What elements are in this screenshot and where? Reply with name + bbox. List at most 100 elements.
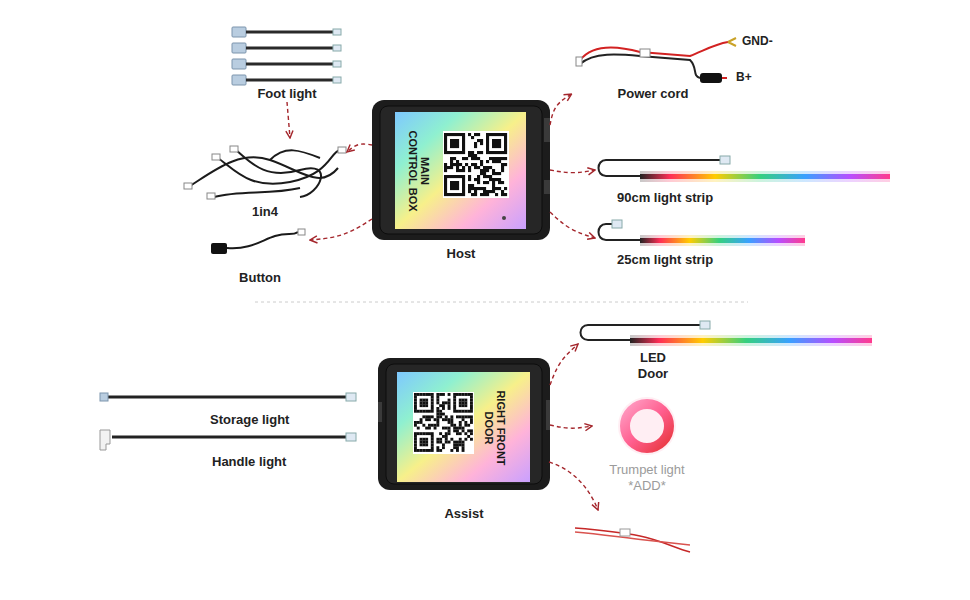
qr-module [431, 396, 434, 399]
component-label: 25cm light strip [617, 252, 807, 268]
qr-module [483, 181, 486, 184]
qr-module [492, 169, 495, 172]
assist-control-box [378, 358, 550, 490]
qr-code [444, 133, 507, 196]
qr-module [504, 133, 507, 136]
qr-module [486, 148, 489, 151]
qr-module [425, 404, 428, 407]
qr-module [420, 404, 423, 407]
dashed-arrow [549, 462, 598, 510]
qr-code [414, 393, 473, 452]
harness: 1in4 [183, 138, 347, 220]
qr-module [462, 133, 465, 136]
qr-module [501, 193, 504, 196]
qr-module [470, 432, 473, 435]
qr-module [459, 432, 462, 435]
qr-module [414, 441, 417, 444]
harness-1in4 [214, 188, 300, 197]
qr-module [498, 172, 501, 175]
qr-module [462, 443, 465, 446]
qr-module [471, 157, 474, 160]
qr-module [453, 407, 456, 410]
qr-module [453, 181, 456, 184]
harness-1in4 [270, 150, 320, 160]
qr-module [486, 160, 489, 163]
qr-module [453, 139, 456, 142]
qr-module [453, 163, 456, 166]
trumpet-light: Trumpet light *ADD* [592, 396, 702, 494]
qr-module [442, 413, 445, 416]
qr-module [420, 449, 423, 452]
qr-module [420, 393, 423, 396]
light-strip: 90cm light strip [595, 158, 892, 206]
qr-module [492, 184, 495, 187]
qr-module [453, 393, 456, 396]
qr-module [492, 160, 495, 163]
light-strip-area [595, 158, 892, 184]
qr-module [431, 443, 434, 446]
qr-module [456, 160, 459, 163]
light-strip-90cm [720, 156, 730, 164]
power-cord [576, 57, 582, 66]
qr-module [425, 399, 428, 402]
qr-module [489, 133, 492, 136]
qr-module [459, 438, 462, 441]
terminal-label: B+ [736, 70, 752, 84]
light-strip-90cm [599, 156, 891, 182]
dashed-arrow [347, 144, 372, 152]
qr-module [492, 151, 495, 154]
qr-module [468, 154, 471, 157]
qr-module [450, 421, 453, 424]
trumpet-ring [625, 404, 669, 448]
qr-module [462, 136, 465, 139]
component-label: Button [210, 270, 310, 286]
qr-module [428, 410, 431, 413]
qr-module [495, 193, 498, 196]
qr-module [420, 399, 423, 402]
qr-module [462, 441, 465, 444]
qr-module [453, 175, 456, 178]
qr-module [444, 190, 447, 193]
qr-module [495, 142, 498, 145]
qr-module [414, 443, 417, 446]
qr-module [453, 399, 456, 402]
qr-module [431, 399, 434, 402]
dashed-arrow [310, 219, 372, 240]
qr-module [453, 151, 456, 154]
qr-module [462, 139, 465, 142]
qr-module [422, 441, 425, 444]
button-area [210, 228, 310, 264]
qr-module [486, 181, 489, 184]
qr-module [459, 393, 462, 396]
qr-module [417, 449, 420, 452]
qr-module [467, 429, 470, 432]
extra-wire [620, 529, 630, 536]
qr-module [462, 181, 465, 184]
power-cord: Power cord [572, 22, 735, 102]
qr-module [445, 415, 448, 418]
power-cord [722, 77, 727, 79]
qr-module [434, 424, 437, 427]
qr-module [489, 151, 492, 154]
box-title: RIGHT FRONT DOOR [483, 386, 507, 470]
qr-module [498, 139, 501, 142]
light-strip-area [595, 222, 807, 246]
qr-module [480, 142, 483, 145]
qr-module [436, 415, 439, 418]
qr-module [480, 193, 483, 196]
qr-module [414, 396, 417, 399]
component-label: Foot light [232, 86, 342, 102]
foot-light-leads [246, 31, 333, 34]
qr-module [425, 415, 428, 418]
qr-module [456, 443, 459, 446]
qr-module [459, 404, 462, 407]
qr-module [486, 169, 489, 172]
dashed-arrow [287, 102, 290, 138]
qr-module [450, 418, 453, 421]
qr-module [462, 415, 465, 418]
light-strip-25cm [640, 235, 805, 246]
led-door-strip [630, 338, 872, 343]
qr-module [439, 432, 442, 435]
qr-module [414, 404, 417, 407]
handle-light-cable [100, 430, 110, 450]
